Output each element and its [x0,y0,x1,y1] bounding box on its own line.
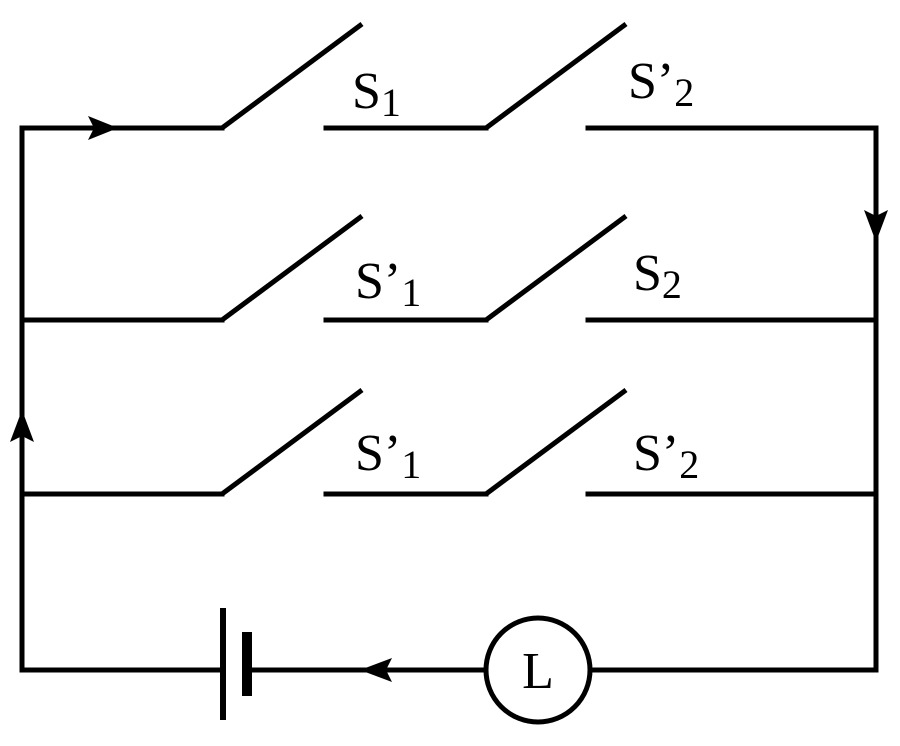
arrow-down-icon [864,210,888,242]
row2-right-switch-label: S2 [633,245,682,307]
row2-right-switch-blade [484,213,628,323]
switch-row-1: S1 S’2 [19,21,879,131]
row1-right-switch-label: S’2 [628,53,694,115]
row3-right-switch-label: S’2 [633,425,699,487]
row3-left-switch-label: S’1 [355,425,421,487]
row1-left-switch-label: S1 [352,63,401,125]
bottom-branch: L [19,608,879,725]
arrow-right-icon [88,116,118,140]
switch-row-2: S’1 S2 [19,213,879,323]
battery-short-plate [242,632,252,696]
switch-row-3: S’1 S’2 [19,387,879,497]
battery-long-plate [220,608,226,720]
row1-left-switch-blade [220,21,364,131]
lamp: L [483,615,593,725]
row3-right-switch-blade [484,387,628,497]
row1-right-switch-blade [484,21,628,131]
arrow-left-icon [360,658,392,682]
lamp-label: L [522,643,554,700]
battery-symbol [220,608,252,720]
row2-left-switch-blade [220,213,364,323]
row3-left-switch-blade [220,387,364,497]
row2-left-switch-label: S’1 [355,253,421,315]
arrow-up-icon [10,410,34,442]
lamp-circle [483,615,593,725]
